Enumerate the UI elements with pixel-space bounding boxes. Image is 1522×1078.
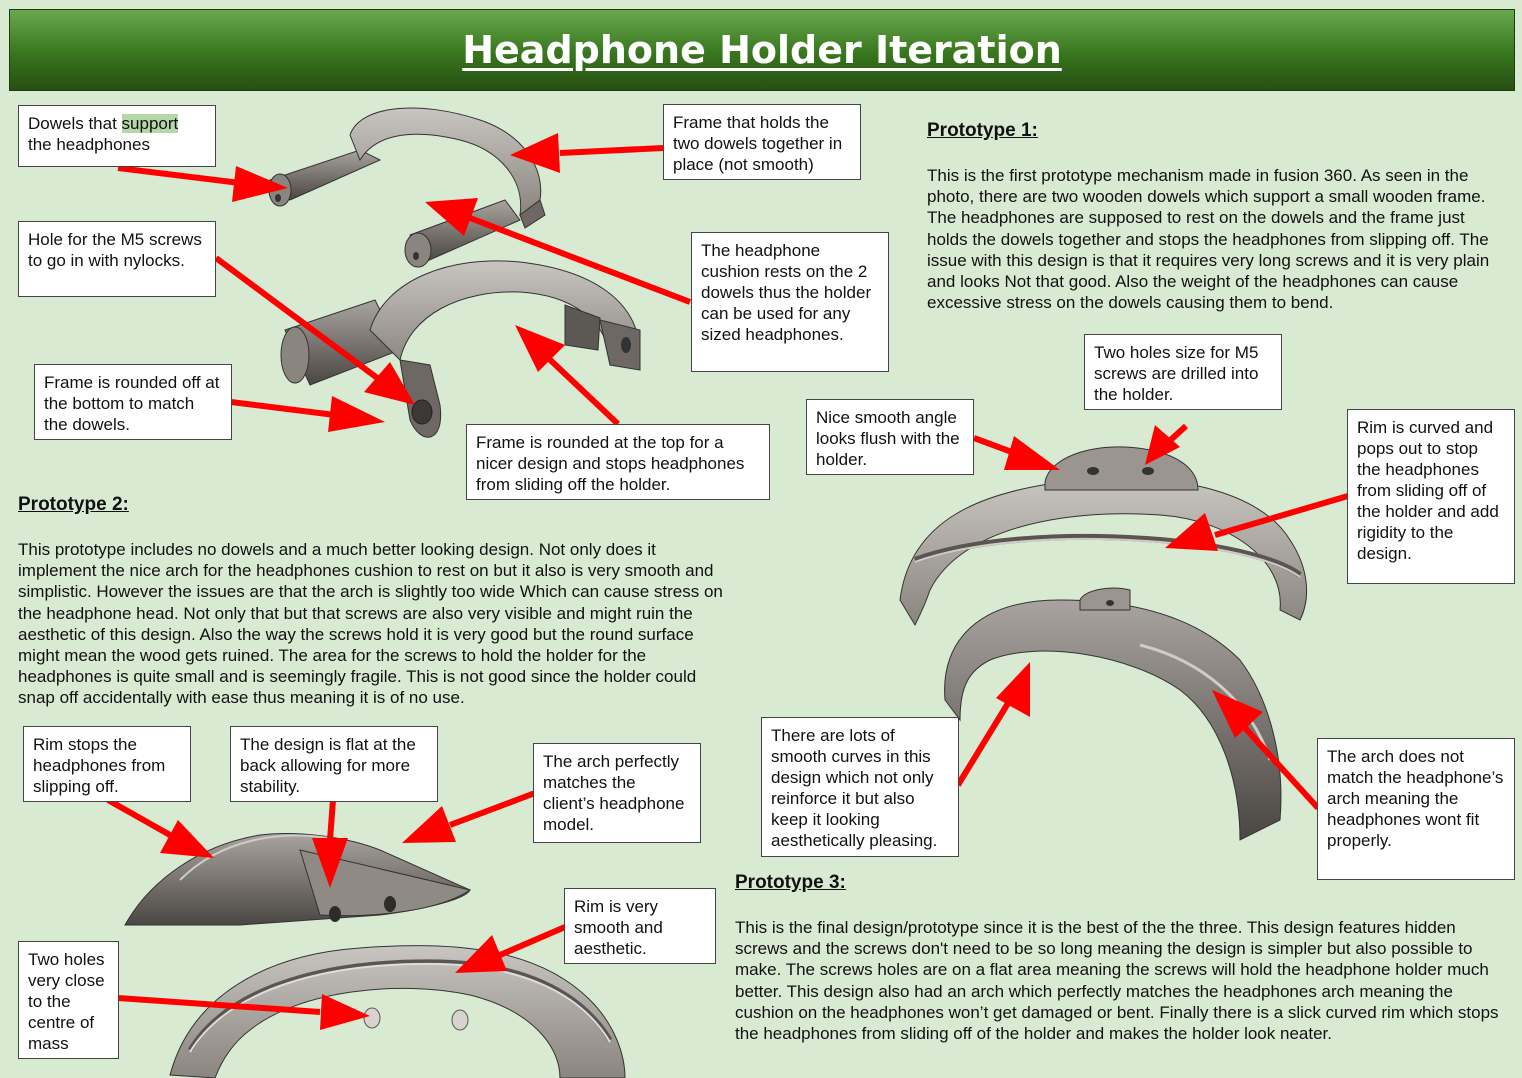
callout-rim-smooth: Rim is very smooth and aesthetic. [564, 888, 716, 964]
callout-dowels-highlight: support [121, 114, 179, 133]
callout-dowels-post: the headphones [28, 135, 150, 154]
callout-cushion: The headphone cushion rests on the 2 dow… [691, 232, 889, 372]
callout-frame: Frame that holds the two dowels together… [663, 104, 861, 180]
prototype1-model-upper [268, 107, 546, 268]
callout-rounded-top: Frame is rounded at the top for a nicer … [466, 424, 770, 500]
callout-smooth-curves: There are lots of smooth curves in this … [761, 717, 959, 857]
callout-rounded-bottom: Frame is rounded off at the bottom to ma… [34, 364, 232, 440]
callout-hole: Hole for the M5 screws to go in with nyl… [18, 221, 216, 297]
prototype2-model-lower [944, 587, 1282, 841]
title-banner: Headphone Holder Iteration [9, 9, 1515, 91]
prototype3-model-lower [169, 945, 626, 1078]
callout-holes-centre: Two holes very close to the centre of ma… [18, 941, 119, 1059]
prototype2-heading: Prototype 2: [18, 494, 129, 515]
prototype1-heading: Prototype 1: [927, 120, 1038, 141]
callout-arch-not-match: The arch does not match the headphone’s … [1317, 738, 1515, 880]
prototype3-heading: Prototype 3: [735, 872, 846, 893]
prototype1-model-lower [280, 260, 641, 438]
annotation-arrows [106, 133, 1349, 1030]
prototype1-description: This is the first prototype mechanism ma… [927, 166, 1490, 313]
callout-dowels: Dowels that support the headphones [18, 105, 216, 167]
callout-two-holes: Two holes size for M5 screws are drilled… [1084, 334, 1282, 410]
callout-dowels-pre: Dowels that [28, 114, 122, 133]
callout-rim-curved: Rim is curved and pops out to stop the h… [1347, 409, 1515, 584]
callout-nice-angle: Nice smooth angle looks flush with the h… [806, 399, 974, 475]
callout-rim-stops: Rim stops the headphones from slipping o… [23, 726, 191, 802]
prototype3-description: This is the final design/prototype since… [735, 918, 1499, 1044]
page-title: Headphone Holder Iteration [462, 28, 1062, 72]
callout-arch-matches: The arch perfectly matches the client’s … [533, 743, 701, 843]
callout-flat-back: The design is flat at the back allowing … [230, 726, 438, 802]
prototype2-description: This prototype includes no dowels and a … [18, 540, 723, 708]
